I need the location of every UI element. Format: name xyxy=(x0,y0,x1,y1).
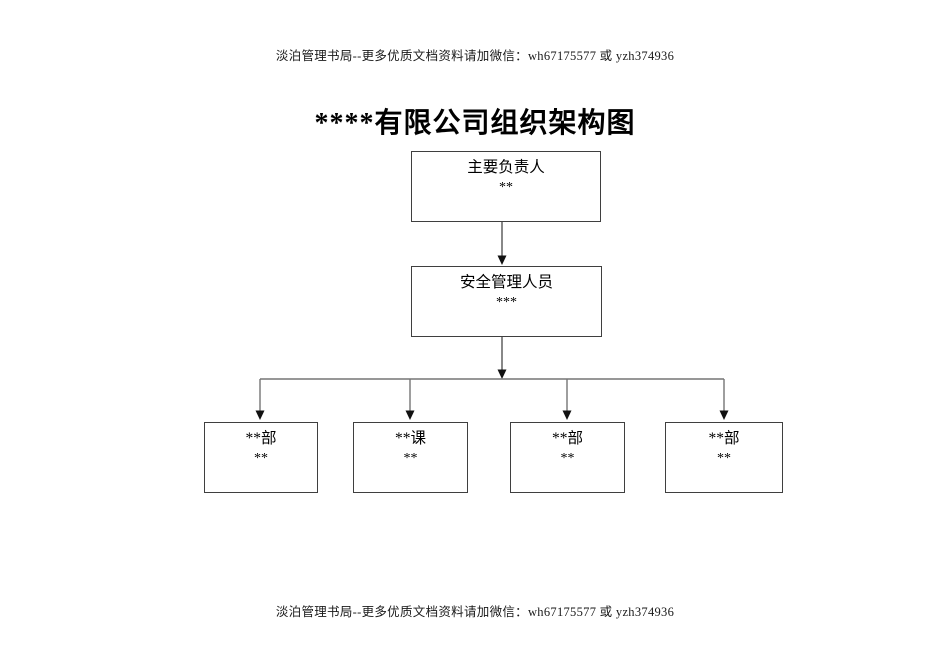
org-node-name: ** xyxy=(499,179,513,195)
org-node-manager: 安全管理人员 *** xyxy=(411,266,602,337)
header-watermark-text: 淡泊管理书局--更多优质文档资料请加微信：wh67175577 或 yzh374… xyxy=(275,49,675,63)
org-node-role: **部 xyxy=(708,430,740,447)
org-node-role: 主要负责人 xyxy=(467,159,545,176)
connector-manager-to-bus xyxy=(497,337,507,379)
org-node-name: ** xyxy=(403,450,418,466)
org-node-dept1: **部 ** xyxy=(204,422,318,493)
connector-bus-to-dept2 xyxy=(405,379,415,420)
org-node-role: **课 xyxy=(394,430,426,447)
org-node-root: 主要负责人 ** xyxy=(411,151,601,222)
org-node-name: ** xyxy=(254,450,268,466)
connector-bus-to-dept1 xyxy=(255,379,265,420)
connector-bus-to-dept4 xyxy=(719,379,729,420)
footer-watermark-text: 淡泊管理书局--更多优质文档资料请加微信：wh67175577 或 yzh374… xyxy=(275,605,675,619)
org-node-name: ** xyxy=(717,450,731,466)
org-node-role: 安全管理人员 xyxy=(459,274,553,291)
org-node-dept2: **课 ** xyxy=(353,422,468,493)
org-node-name: ** xyxy=(560,450,575,466)
page-title: ****有限公司组织架构图 xyxy=(314,108,636,139)
org-node-role: **部 xyxy=(551,430,583,447)
org-node-name: *** xyxy=(496,294,517,310)
connector-root-to-manager xyxy=(497,222,507,265)
org-node-role: **部 xyxy=(245,430,277,447)
org-node-dept4: **部 ** xyxy=(665,422,783,493)
org-node-dept3: **部 ** xyxy=(510,422,625,493)
connector-bus-to-dept3 xyxy=(562,379,572,420)
